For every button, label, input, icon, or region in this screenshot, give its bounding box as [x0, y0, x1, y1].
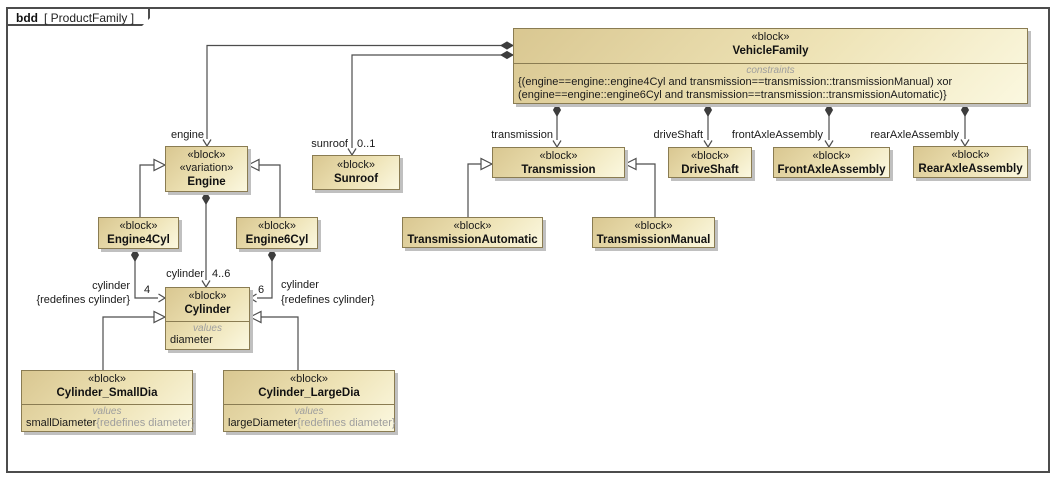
- frame-title: [ ProductFamily ]: [44, 11, 135, 25]
- role-label-cylinder-top: cylinder: [166, 268, 204, 280]
- block-name: Cylinder: [184, 304, 231, 316]
- block-name: Cylinder_LargeDia: [258, 387, 360, 399]
- values-label: values: [294, 406, 324, 417]
- generalization-cylinder-smalldia-connector[interactable]: [102, 310, 167, 371]
- block-name: DriveShaft: [681, 164, 739, 176]
- stereotype: «block»: [453, 220, 492, 232]
- block-name: Transmission: [521, 164, 596, 176]
- block-name: Cylinder_SmallDia: [56, 387, 158, 399]
- stereotype: «block»: [951, 149, 990, 161]
- block-cylinder-smalldia[interactable]: «block» Cylinder_SmallDia values smallDi…: [21, 370, 195, 432]
- block-name: Engine: [187, 176, 226, 188]
- values-compartment: values largeDiameter{redefines diameter}: [224, 404, 396, 430]
- block-transmission-automatic[interactable]: «block» TransmissionAutomatic: [402, 217, 543, 248]
- stereotype: «block»: [539, 150, 578, 162]
- block-engine4cyl[interactable]: «block» Engine4Cyl: [98, 217, 179, 249]
- composition-cylinder-right-connector[interactable]: [248, 248, 277, 303]
- block-rearaxleassembly[interactable]: «block» RearAxleAssembly: [913, 146, 1028, 178]
- block-name: FrontAxleAssembly: [777, 164, 886, 176]
- block-driveshaft[interactable]: «block» DriveShaft: [668, 147, 752, 178]
- role-label-rearaxleassembly: rearAxleAssembly: [870, 129, 959, 141]
- block-engine6cyl[interactable]: «block» Engine6Cyl: [236, 217, 318, 249]
- role-label-cylinder-right: cylinder: [281, 279, 319, 291]
- composition-driveshaft-connector[interactable]: [703, 103, 713, 149]
- multiplicity-4: 4: [143, 284, 151, 296]
- stereotype: «block»: [337, 159, 375, 171]
- diagram-frame: [6, 7, 1050, 473]
- stereotype: «block»: [751, 31, 790, 43]
- role-label-transmission: transmission: [491, 129, 553, 141]
- redefines-label-left: {redefines cylinder}: [36, 294, 130, 306]
- generalization-transmission-automatic-connector[interactable]: [467, 157, 494, 218]
- block-vehiclefamily[interactable]: «block» VehicleFamily constraints {(engi…: [513, 28, 1028, 104]
- multiplicity-sunroof: 0..1: [357, 138, 376, 150]
- stereotype: «block»: [258, 220, 296, 232]
- multiplicity-cylinder-top: 4..6: [212, 268, 231, 280]
- role-label-driveshaft: driveShaft: [653, 129, 703, 141]
- value-largediameter: largeDiameter{redefines diameter}: [228, 417, 396, 429]
- block-name: Engine4Cyl: [107, 234, 170, 246]
- block-name: Sunroof: [333, 173, 379, 185]
- block-transmission[interactable]: «block» Transmission: [492, 147, 625, 178]
- stereotype: «block»: [812, 150, 851, 162]
- values-compartment: values smallDiameter{redefines diameter}: [22, 404, 195, 430]
- stereotype: «block»: [691, 150, 729, 162]
- composition-transmission-connector[interactable]: [552, 103, 562, 149]
- value-smalldiameter: smallDiameter{redefines diameter}: [26, 417, 195, 429]
- generalization-cylinder-largedia-connector[interactable]: [248, 310, 299, 371]
- constraint-line-2: (engine==engine::engine6Cyl and transmis…: [518, 89, 947, 101]
- block-frontaxleassembly[interactable]: «block» FrontAxleAssembly: [773, 147, 890, 178]
- composition-rearaxle-connector[interactable]: [960, 103, 970, 148]
- block-cylinder[interactable]: «block» Cylinder values diameter: [165, 287, 250, 350]
- redefines-label-right: {redefines cylinder}: [281, 294, 375, 306]
- stereotype: «block»: [187, 149, 226, 161]
- role-label-frontaxleassembly: frontAxleAssembly: [731, 129, 823, 141]
- generalization-transmission-manual-connector[interactable]: [623, 157, 656, 218]
- block-name: VehicleFamily: [732, 45, 809, 57]
- generalization-engine6cyl-connector[interactable]: [246, 158, 281, 218]
- composition-frontaxle-connector[interactable]: [824, 103, 834, 149]
- values-label: values: [193, 323, 222, 334]
- block-engine[interactable]: «block» «variation» Engine: [165, 146, 248, 192]
- stereotype: «block»: [119, 220, 158, 232]
- block-name: TransmissionAutomatic: [407, 234, 538, 246]
- generalization-engine4cyl-connector[interactable]: [139, 158, 167, 218]
- role-label-cylinder-left: cylinder: [92, 280, 130, 292]
- composition-engine-connector[interactable]: [202, 41, 514, 148]
- stereotype: «block»: [290, 373, 328, 385]
- block-transmission-manual[interactable]: «block» TransmissionManual: [592, 217, 715, 248]
- constraints-label: constraints: [746, 65, 795, 76]
- block-name: TransmissionManual: [596, 234, 711, 246]
- block-name: RearAxleAssembly: [918, 163, 1023, 175]
- frame-keyword: bdd: [16, 11, 38, 25]
- value-diameter: diameter: [170, 334, 213, 346]
- role-label-sunroof: sunroof: [311, 138, 348, 150]
- stereotype: «block»: [188, 290, 227, 302]
- diagram-frame-tab[interactable]: bdd [ ProductFamily ]: [6, 7, 150, 26]
- multiplicity-6: 6: [257, 284, 265, 296]
- stereotype: «block»: [88, 373, 126, 385]
- constraint-line-1: {(engine==engine::engine4Cyl and transmi…: [518, 76, 953, 88]
- values-label: values: [92, 406, 122, 417]
- block-sunroof[interactable]: «block» Sunroof: [312, 155, 400, 190]
- stereotype: «block»: [634, 220, 673, 232]
- role-label-engine: engine: [170, 129, 204, 141]
- block-name: Engine6Cyl: [245, 234, 309, 246]
- values-compartment: values diameter: [166, 321, 249, 347]
- block-cylinder-largedia[interactable]: «block» Cylinder_LargeDia values largeDi…: [223, 370, 396, 432]
- stereotype-variation: «variation»: [179, 162, 234, 174]
- constraints-compartment: constraints {(engine==engine::engine4Cyl…: [514, 63, 1027, 102]
